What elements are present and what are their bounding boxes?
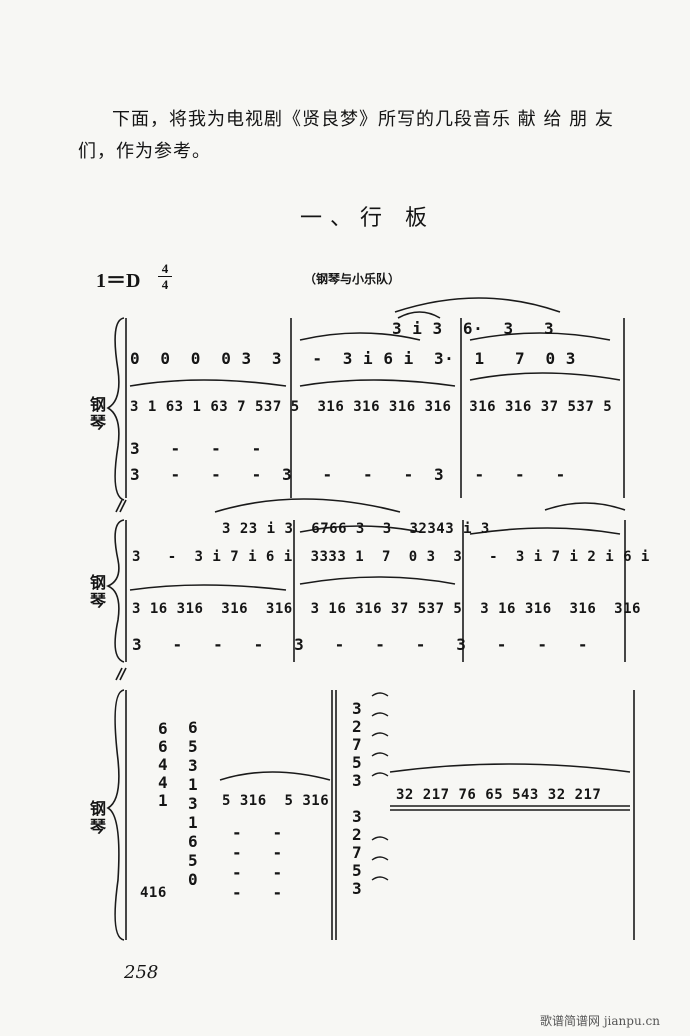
- chord-note: 6: [188, 718, 199, 737]
- s3-figure: 5 316 5 316: [222, 793, 330, 809]
- system2-brace: [105, 519, 125, 663]
- chord-note: 3: [352, 807, 363, 826]
- system1-brace: [106, 317, 125, 501]
- s2-melody: 3 - 3 i 7 i 6 i 3333 1 7 0 3 3 - 3 i 7 i…: [132, 549, 650, 565]
- s3-rests-1: - -: [232, 823, 283, 842]
- chord-note: 4: [158, 755, 169, 774]
- s3-chord-stack-c: 3 2 7 5 3 3 2 7 5 3: [352, 700, 364, 898]
- chord-note: 1: [188, 813, 199, 832]
- chord-note: 1: [188, 775, 199, 794]
- time-signature-bar: [158, 276, 172, 277]
- system3-brace: [106, 689, 125, 941]
- chord-note: 3: [352, 699, 363, 718]
- chord-note: 2: [352, 825, 363, 844]
- s3-bass: 416: [140, 885, 167, 901]
- chord-note: 5: [188, 851, 199, 870]
- s3-chord-stack-a: 6 6 4 4 1: [158, 720, 170, 810]
- chord-note: 5: [352, 861, 363, 880]
- time-signature: 4 4: [158, 262, 172, 291]
- instrumentation-note: （钢琴与小乐队）: [304, 272, 401, 286]
- chord-note: 7: [352, 735, 363, 754]
- s2-top-melody: 3 23 i 3 6766 3 3 32343 i 3: [222, 521, 490, 537]
- chord-note: 5: [188, 737, 199, 756]
- page-number: 258: [124, 962, 159, 983]
- chord-note: 3: [188, 756, 199, 775]
- s3-rests-2: - -: [232, 843, 283, 862]
- intro-line-2: 们，作为参考。: [78, 141, 211, 162]
- chord-note: 5: [352, 753, 363, 772]
- section-title: 一、行 板: [300, 206, 435, 231]
- instrument-label-3: 钢琴: [87, 800, 106, 836]
- s1-bass-top: 3 - - -: [130, 439, 262, 458]
- s1-top-melody: 3 i 3 6· 3 3: [392, 319, 555, 338]
- chord-note: 4: [158, 773, 169, 792]
- s1-bass: 3 - - - 3 - - - 3 - - -: [130, 465, 566, 484]
- s3-rests-4: - -: [232, 883, 283, 902]
- chord-note: 6: [158, 737, 169, 756]
- instrument-label-2: 钢琴: [87, 574, 106, 610]
- instrument-label-1: 钢琴: [87, 396, 106, 432]
- chord-note: 3: [352, 771, 363, 790]
- time-signature-top: 4: [161, 261, 169, 276]
- s2-accomp: 3 16 316 316 316 3 16 316 37 537 5 3 16 …: [132, 601, 641, 617]
- s3-chord-stack-b: 6 5 3 1 3 1 6 5 0: [188, 718, 200, 889]
- chord-note: 1: [158, 791, 169, 810]
- watermark: 歌谱简谱网 jianpu.cn: [540, 1014, 660, 1028]
- s1-accomp: 3 1 63 1 63 7 537 5 316 316 316 316 316 …: [130, 399, 613, 415]
- intro-line-1: 下面，将我为电视剧《贤良梦》所写的几段音乐 献 给 朋 友: [112, 109, 614, 130]
- chord-note: 2: [352, 717, 363, 736]
- s3-run: 32 217 76 65 543 32 217: [396, 787, 602, 803]
- s1-melody: 0 0 0 0 3 3 - 3 i 6 i 3· 1 7 0 3: [130, 349, 576, 368]
- time-signature-bottom: 4: [161, 277, 169, 292]
- s3-rests-3: - -: [232, 863, 283, 882]
- chord-note: 7: [352, 843, 363, 862]
- chord-note: 6: [188, 832, 199, 851]
- chord-note: 3: [188, 794, 199, 813]
- key-signature: 1＝D: [96, 270, 141, 292]
- s2-bass: 3 - - - 3 - - - 3 - - -: [132, 635, 588, 654]
- chord-note: 6: [158, 719, 169, 738]
- chord-note: 3: [352, 879, 363, 898]
- chord-note: 0: [188, 870, 199, 889]
